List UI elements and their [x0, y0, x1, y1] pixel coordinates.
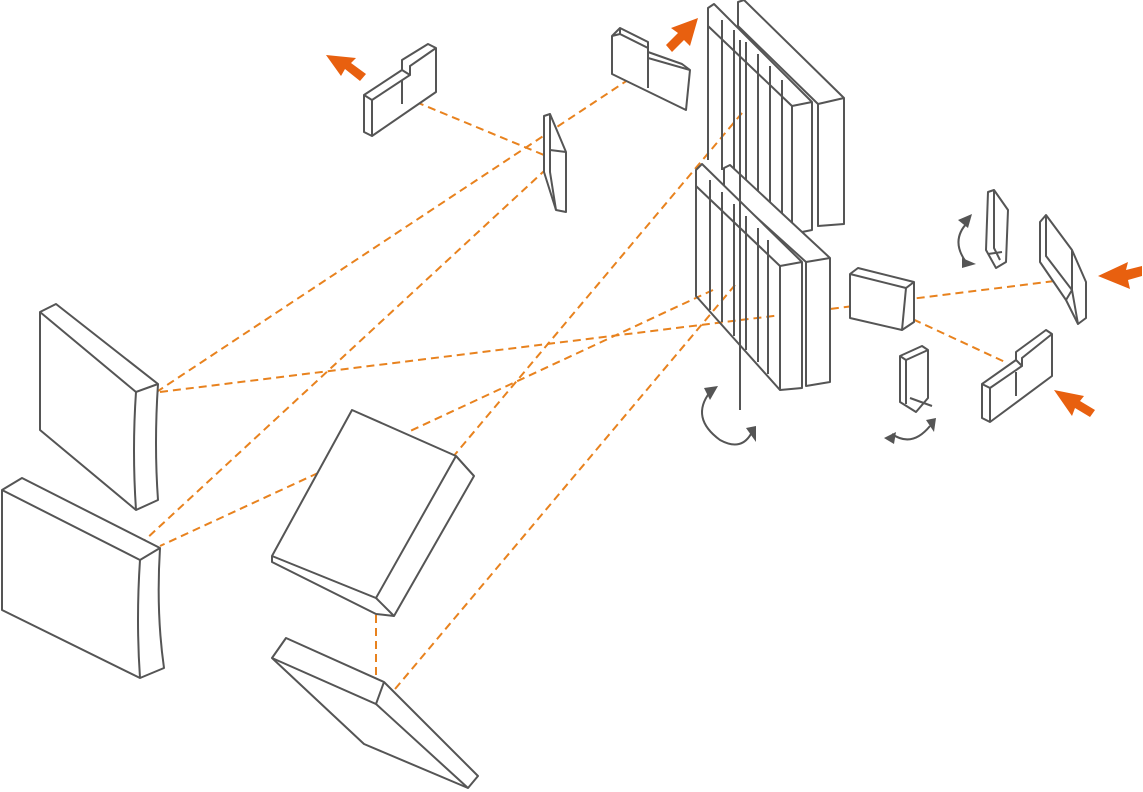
lower-diagonal-mirror — [271, 637, 479, 789]
beam-path — [144, 159, 557, 541]
beam-path — [407, 289, 714, 433]
beam-path — [877, 302, 1006, 363]
small-block-right — [849, 267, 915, 331]
rotation-arrow-icon — [884, 418, 936, 444]
rotation-arrow-icon — [957, 214, 976, 268]
rotation-arrow-icon — [701, 386, 756, 446]
beam-path — [154, 71, 641, 394]
concave-mirror-left-upper — [39, 303, 159, 511]
beam-path — [403, 96, 557, 161]
beam-path — [159, 472, 319, 547]
grating-stack-upper-rear — [737, 0, 845, 227]
beam-path — [389, 284, 736, 696]
beam-path — [451, 112, 743, 459]
concave-mirror-left-lower — [1, 477, 165, 679]
output-arrow-icon — [326, 55, 366, 81]
grating-stack-upper-front — [707, 3, 813, 235]
grating-stack-lower-front — [695, 163, 803, 391]
input-arrow-icon — [1054, 390, 1095, 417]
upright-prism — [899, 345, 933, 413]
small-mirror-top-left — [363, 43, 437, 137]
beam-splitter-plate — [543, 113, 567, 213]
folding-mirror-right — [1039, 214, 1087, 325]
small-mirror-lower-right — [981, 329, 1053, 423]
output-arrow-icon — [666, 18, 698, 52]
thin-mirror-right-top — [985, 189, 1009, 269]
large-block-center — [271, 409, 475, 617]
small-mirror-top-center — [611, 27, 691, 111]
input-arrow-icon — [1098, 262, 1142, 289]
